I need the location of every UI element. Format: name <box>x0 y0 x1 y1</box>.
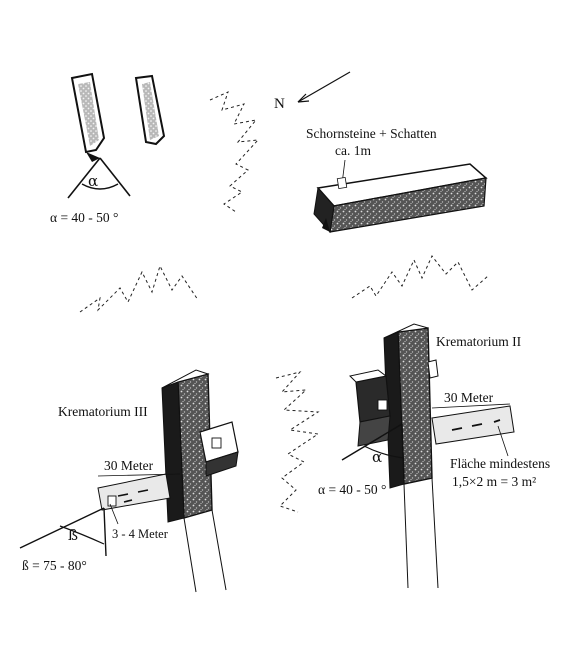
chimney-tip <box>86 152 100 162</box>
smoke-trail-bottom <box>275 371 320 513</box>
thirty-meter-label-left: 30 Meter <box>104 458 154 473</box>
angle-alpha-bottom-right: α <box>341 423 405 479</box>
chimney-size-label: ca. 1m <box>335 143 371 158</box>
north-arrow: N <box>274 71 351 112</box>
top-left-buildings <box>70 72 166 162</box>
building-strip-right-shade <box>142 82 159 140</box>
alpha-formula-top-left: α = 40 - 50 ° <box>50 210 118 225</box>
krematorium-iii-label: Krematorium III <box>58 404 148 419</box>
smoke-trail-mid-left <box>79 264 199 313</box>
krematorium-iii-building <box>97 369 239 593</box>
top-right-building <box>313 163 488 234</box>
thirty-meter-label-right: 30 Meter <box>444 390 494 405</box>
alpha-symbol-top-left: α <box>88 172 98 190</box>
area-min-label: Fläche mindestens <box>450 456 550 471</box>
beta-symbol: ß <box>68 526 78 544</box>
alpha-formula-bottom-right: α = 40 - 50 ° <box>318 482 386 497</box>
krematorium-ii-label: Krematorium II <box>436 334 522 349</box>
angle-beta: ß <box>19 507 107 557</box>
angle-alpha-top-left: α <box>67 157 131 199</box>
beta-formula: ß = 75 - 80° <box>22 558 87 573</box>
smoke-trail-top <box>209 91 260 213</box>
smoke-trail-mid-right <box>351 255 489 299</box>
krematorium-ii-building <box>348 323 515 589</box>
alpha-symbol-bottom-right: α <box>372 448 382 466</box>
three-four-meter-label: 3 - 4 Meter <box>112 527 169 541</box>
chimneys-shadow-label: Schornsteine + Schatten <box>306 126 437 141</box>
building-strip-left-shade <box>78 82 99 146</box>
area-formula-label: 1,5×2 m = 3 m² <box>452 474 536 489</box>
north-label: N <box>274 96 285 112</box>
